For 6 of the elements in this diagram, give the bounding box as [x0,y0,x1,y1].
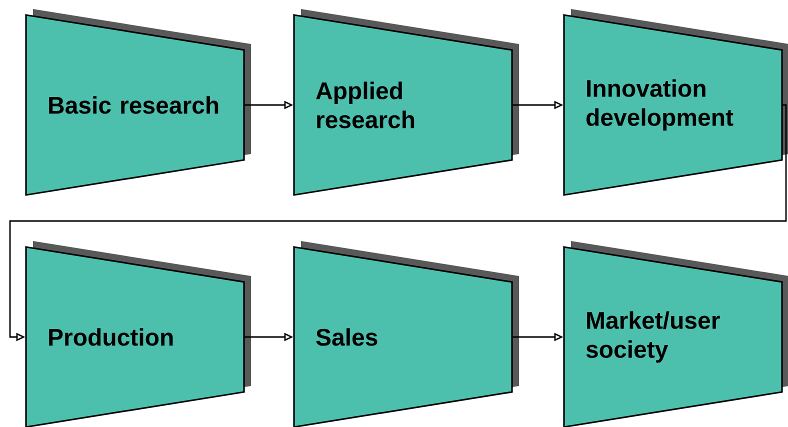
trapezoid-box: Innovation development [563,9,788,196]
trapezoid-box: Applied research [293,9,519,196]
trapezoid-box: Sales [293,241,519,427]
trapezoid-box: Basic research [25,9,251,196]
trapezoid-box: Market/user society [563,241,788,427]
trapezoid-box: Production [25,241,251,427]
